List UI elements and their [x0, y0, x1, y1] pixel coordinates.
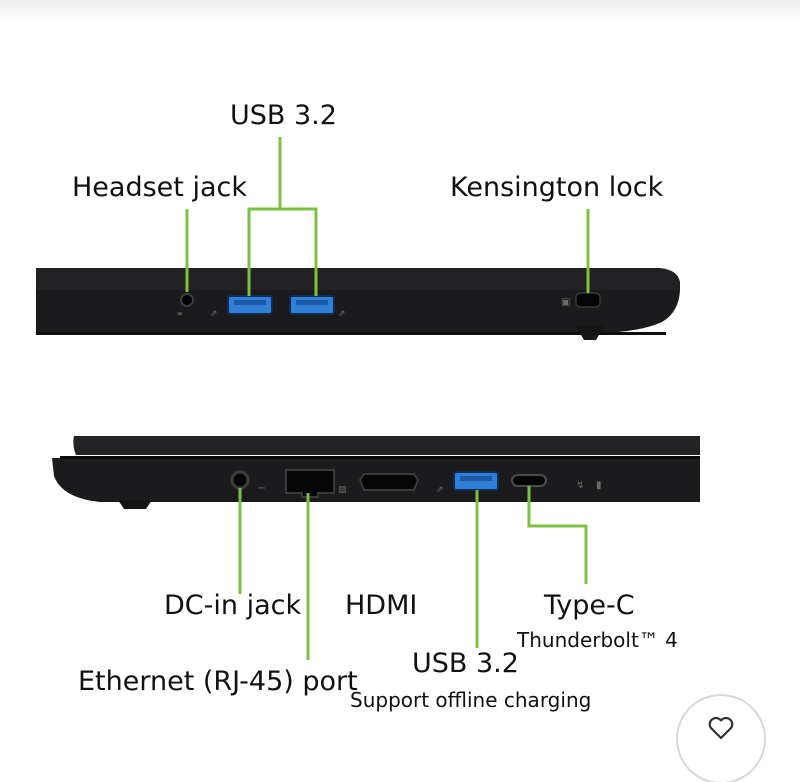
hinge-gap [60, 456, 700, 459]
top-shadow-bar [0, 0, 800, 26]
type-c-callout-line [527, 486, 588, 584]
usb-symbol-icon: ⇗ [210, 309, 218, 319]
ethernet-port-label: Ethernet (RJ-45) port [78, 666, 358, 697]
headset-icon: ⚭ [176, 310, 184, 320]
rubber-foot [118, 500, 152, 509]
dc-in-jack-label: DC-in jack [164, 590, 302, 621]
offline-charging-sublabel: Support offline charging [350, 688, 592, 712]
bottom-callout-lines [238, 486, 588, 660]
dc-in-jack-port [230, 470, 250, 490]
top-callout-lines [185, 137, 590, 296]
usb-port-tongue-3 [460, 476, 492, 481]
headset-jack-label: Headset jack [72, 172, 247, 203]
thunderbolt-sublabel: Thunderbolt™ 4 [517, 628, 678, 652]
hdmi-label: HDMI [345, 590, 418, 621]
usb-bottom-label: USB 3.2 [412, 648, 519, 679]
usb-symbol-icon: ⇗ [338, 309, 346, 319]
laptop-lid-edge [36, 268, 680, 290]
thunderbolt-icon: ↯ [576, 480, 584, 491]
rubber-foot [576, 326, 604, 340]
lock-icon: ▣ [561, 297, 570, 308]
laptop-lid-edge [73, 436, 701, 455]
laptop-base-edge [36, 290, 680, 333]
kensington-lock-slot [575, 292, 601, 308]
usb-top-label: USB 3.2 [230, 100, 337, 131]
kensington-lock-label: Kensington lock [450, 172, 664, 203]
favorite-button[interactable] [678, 696, 764, 782]
base-shadow [36, 332, 666, 335]
usb-port-tongue-2 [296, 300, 328, 305]
ethernet-port [285, 469, 335, 498]
usb-top-callout-bracket [247, 207, 318, 296]
laptop-ports-diagram: ⚭ ⇗ ⇗ ▣ ⎓ ▨ ⇗ ↯ ▮ [36, 137, 701, 660]
hdmi-port [358, 473, 420, 491]
usb-port-tongue-1 [234, 300, 266, 305]
network-icon: ▨ [338, 485, 347, 495]
laptop-right-side-view: ⚭ ⇗ ⇗ ▣ [36, 268, 680, 340]
battery-icon: ▮ [596, 480, 602, 491]
headset-jack-port [180, 293, 194, 307]
power-icon: ⎓ [258, 484, 265, 494]
usb-c-port [511, 474, 547, 487]
heart-icon [708, 716, 734, 740]
type-c-label: Type-C [544, 590, 635, 621]
laptop-left-side-view: ⎓ ▨ ⇗ ↯ ▮ [52, 436, 701, 509]
usb-symbol-icon: ⇗ [436, 485, 444, 495]
